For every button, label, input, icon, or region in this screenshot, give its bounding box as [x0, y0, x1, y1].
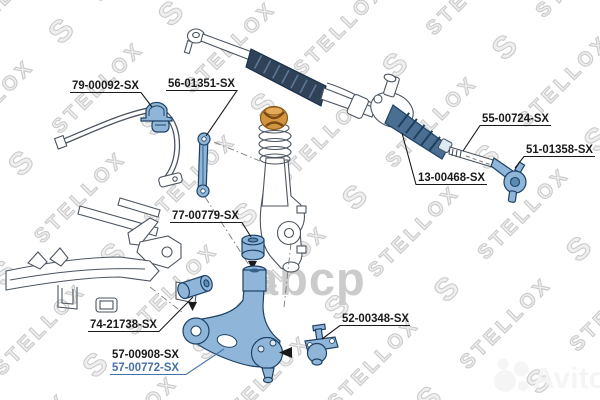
label-control-arm-alt: 57-00908-SX — [112, 349, 179, 361]
label-tie-rod-axial: 55-00724-SX — [482, 113, 549, 125]
part-labels: 79-00092-SX 56-01351-SX 55-00724-SX 51-0… — [70, 78, 595, 376]
label-stab-clamp: 79-00092-SX — [72, 80, 139, 92]
stabilizer-link-part — [196, 132, 211, 198]
abcp-watermark: abcp — [252, 252, 366, 305]
avito-logo-text: Avito — [533, 362, 600, 395]
label-steering-boot: 13-00468-SX — [418, 172, 485, 184]
subframe — [5, 197, 198, 313]
control-arm-part — [182, 265, 284, 384]
strut-and-knuckle — [258, 105, 307, 273]
label-tie-rod-end: 51-01358-SX — [526, 144, 593, 156]
avito-logo-dot — [513, 361, 529, 377]
label-arm-rear-bushing: 77-00779-SX — [172, 210, 239, 222]
axial-tie-rod-part — [437, 138, 498, 168]
arm-front-bushing-part — [177, 274, 213, 311]
label-ball-joint: 52-00348-SX — [342, 313, 409, 325]
label-stab-link: 56-01351-SX — [168, 78, 235, 90]
arm-rear-bushing-part — [241, 234, 265, 270]
down-arrow-icon — [188, 302, 197, 311]
left-arrow-icon — [279, 347, 292, 358]
label-arm-front-bushing: 74-21738-SX — [90, 319, 157, 331]
avito-logo-dot — [494, 370, 516, 392]
avito-logo-dot — [497, 358, 509, 370]
label-control-arm-link[interactable]: 57-00772-SX — [112, 362, 179, 374]
stabilizer-bushing-clamp-part — [140, 101, 173, 133]
tie-rod-end-part — [490, 157, 527, 203]
avito-logo-dot — [518, 381, 528, 391]
steering-boot-part — [384, 104, 450, 160]
assembly-guide-lines — [149, 141, 292, 314]
avito-logo: Avito — [494, 358, 600, 395]
ball-joint-part — [304, 323, 339, 366]
